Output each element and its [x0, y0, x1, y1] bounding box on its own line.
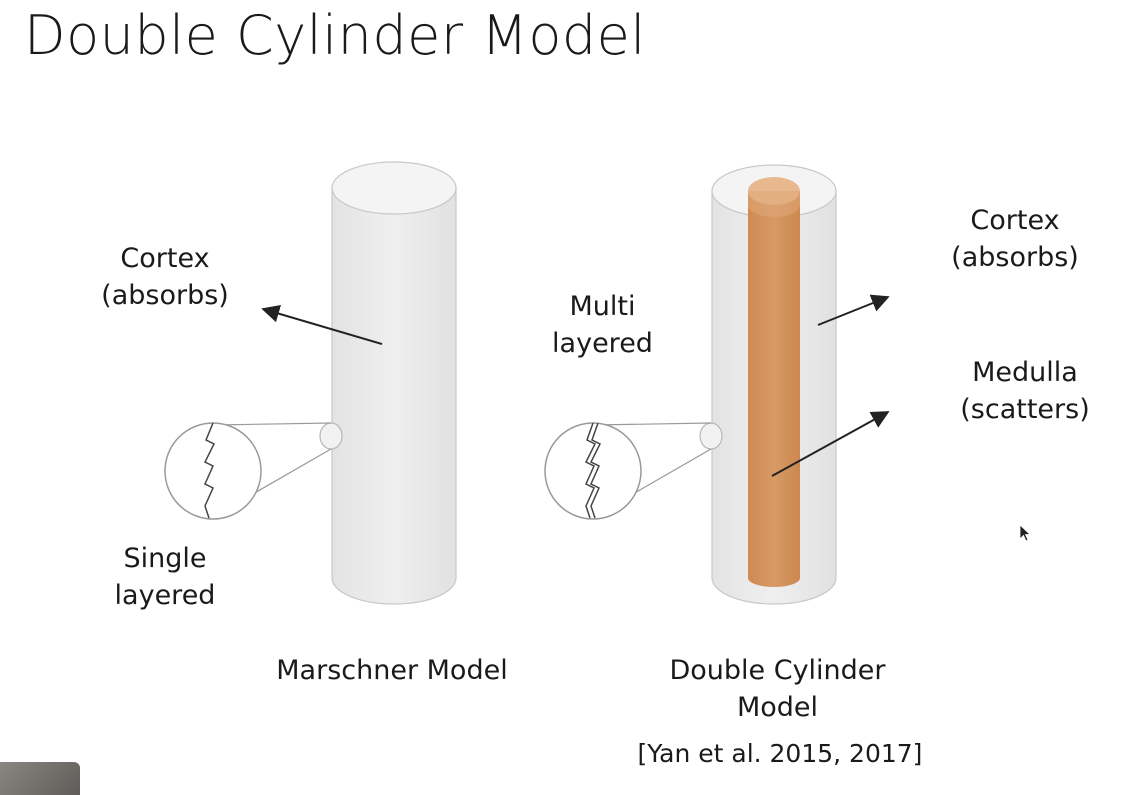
mouse-cursor-icon: [1019, 524, 1032, 542]
single-layered-label: Single layered: [114, 543, 216, 611]
multi-layer-magnifier: [544, 422, 723, 520]
medulla-cylinder: [748, 177, 800, 587]
citation: [Yan et al. 2015, 2017]: [637, 739, 923, 768]
medulla-label: Medulla (scatters): [960, 357, 1090, 425]
single-layer-magnifier: [164, 422, 343, 520]
double-cylinder-model-caption: Double Cylinder Model: [669, 655, 886, 723]
marschner-cylinder: [331, 161, 457, 605]
cortex-label-left: Cortex (absorbs): [101, 243, 229, 311]
cortex-arrow-right: [817, 294, 890, 326]
video-thumbnail-corner: [0, 762, 80, 795]
marschner-model-caption: Marschner Model: [276, 655, 508, 686]
medulla-arrow: [771, 411, 890, 477]
multi-layered-label: Multi layered: [552, 291, 653, 359]
cortex-arrow-left: [261, 304, 383, 345]
slide-title: Double Cylinder Model: [24, 4, 646, 67]
cortex-label-right: Cortex (absorbs): [951, 205, 1079, 273]
